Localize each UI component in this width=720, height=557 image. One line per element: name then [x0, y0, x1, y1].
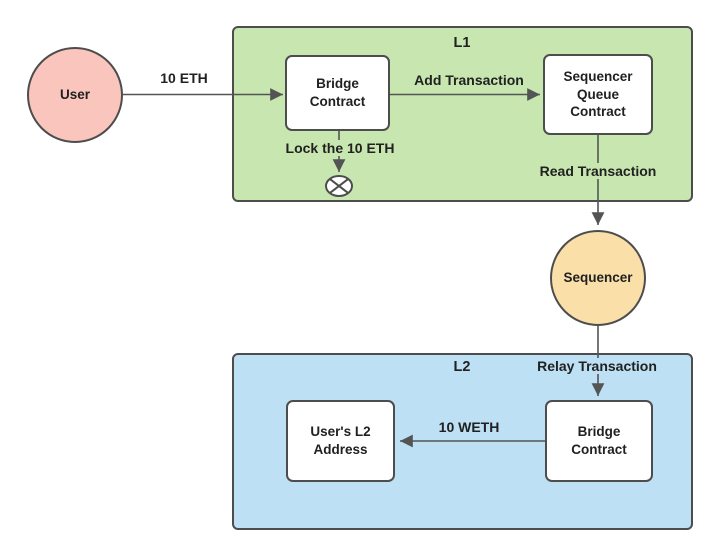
l1-container-label: L1 [453, 35, 471, 51]
edge-label-lock: Lock the 10 ETH [282, 140, 398, 156]
node-l1-bridge-contract-label: Bridge Contract [309, 76, 366, 109]
edge-label-add-transaction: Add Transaction [411, 72, 527, 88]
node-user: User [27, 47, 123, 143]
node-sequencer: Sequencer [550, 230, 646, 326]
node-sequencer-label: Sequencer [563, 270, 633, 286]
edge-label-mint: 10 WETH [435, 419, 503, 435]
node-sequencer-queue-contract: Sequencer Queue Contract [543, 54, 653, 135]
node-l2-bridge-contract-label: Bridge Contract [571, 424, 627, 457]
edge-label-deposit: 10 ETH [160, 70, 208, 86]
edge-label-read-transaction: Read Transaction [536, 163, 660, 179]
node-l2-bridge-contract: Bridge Contract [545, 400, 653, 482]
node-users-l2-address: User's L2 Address [286, 400, 395, 482]
edge-label-relay-transaction: Relay Transaction [534, 358, 660, 374]
node-user-label: User [59, 87, 91, 103]
node-l1-bridge-contract: Bridge Contract [285, 55, 390, 131]
l2-container-label: L2 [453, 359, 471, 375]
node-users-l2-address-label: User's L2 Address [310, 424, 371, 457]
node-sequencer-queue-contract-label: Sequencer Queue Contract [563, 69, 633, 120]
